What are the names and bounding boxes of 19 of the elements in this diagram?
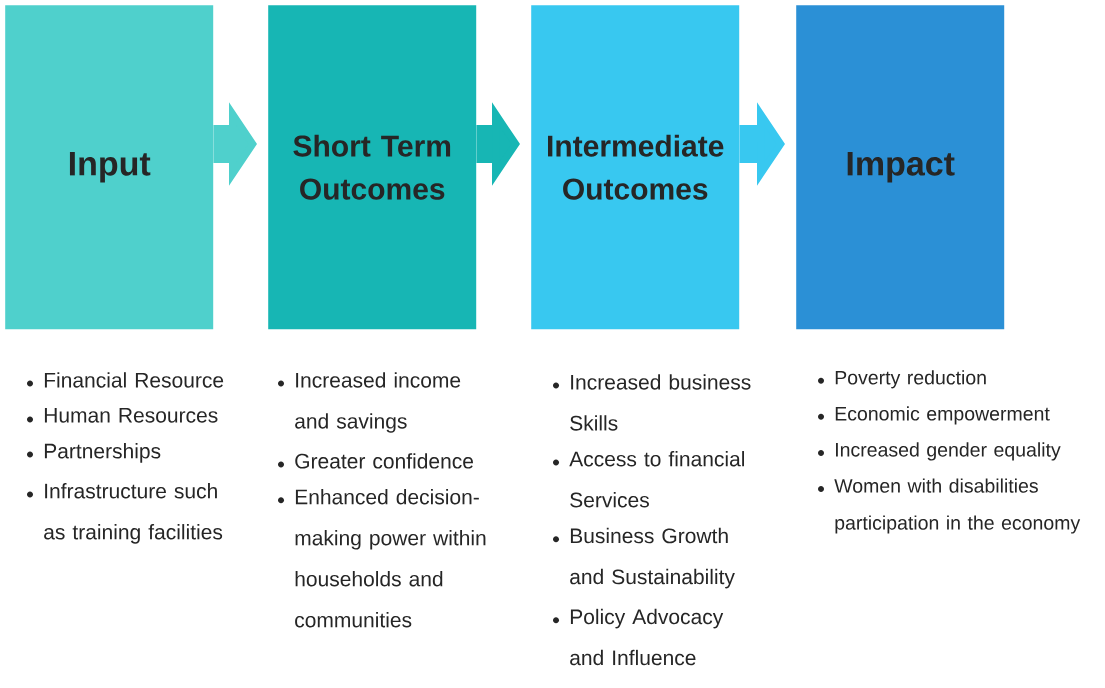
bullet-item: Women with disabilities participation in the economy — [834, 478, 1081, 534]
bullet-item: Human Resources — [44, 408, 218, 423]
stage-box: Intermediate Outcomes — [531, 5, 740, 330]
bullet-item: Access to financial Services — [569, 451, 744, 508]
bullet-item: Business Growth and Sustainability — [570, 527, 735, 589]
bullet-item: Increased business Skills — [570, 374, 751, 431]
bullet-item: Policy Advocacy and Influence — [570, 608, 724, 666]
bullet-item: Financial Resource — [44, 372, 224, 388]
stage-box: Impact — [796, 5, 1005, 330]
bullet-item: Enhanced decision-making power within households and communities — [295, 489, 486, 628]
bullet-item: Increased income and savings — [295, 372, 461, 433]
bullet-item: Economic empowerment — [835, 406, 1050, 425]
bullet-item: Poverty reduction — [835, 370, 986, 389]
bullet-item: Infrastructure such as training facilities — [44, 483, 223, 544]
bullet-item: Greater confidence — [295, 453, 473, 469]
bullet-item: Increased gender equality — [836, 442, 1061, 461]
stage-box: Short Term Outcomes — [268, 5, 477, 330]
bullet-item: Partnerships — [44, 443, 161, 463]
stage-box: Input — [5, 5, 214, 330]
